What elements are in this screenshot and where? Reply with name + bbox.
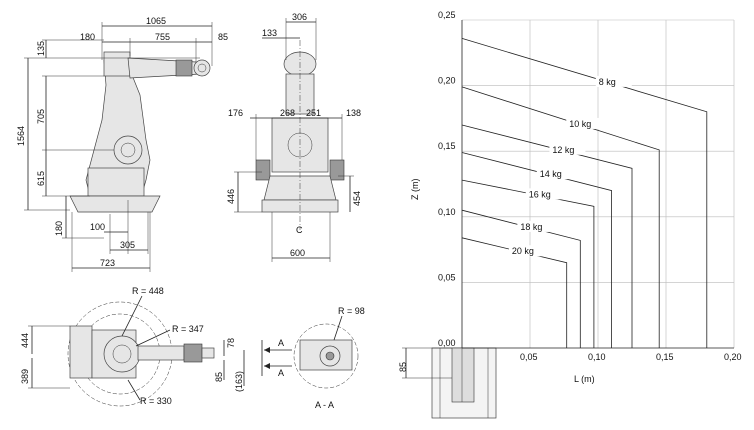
dim-100: 100 bbox=[90, 222, 105, 232]
series-label: 10 kg bbox=[569, 119, 591, 129]
dim-138: 138 bbox=[346, 108, 361, 118]
series-label: 20 kg bbox=[512, 246, 534, 256]
dim-85-top: 85 bbox=[214, 372, 224, 382]
series-label-bg bbox=[508, 245, 545, 257]
dim-615: 615 bbox=[36, 171, 46, 186]
series-label: 16 kg bbox=[529, 189, 551, 199]
series-label-bg bbox=[536, 168, 573, 180]
y-tick-label: 0,15 bbox=[438, 141, 456, 151]
x-axis-label: L (m) bbox=[574, 374, 595, 384]
load-curve bbox=[461, 237, 568, 348]
dim-268: 268 bbox=[280, 108, 295, 118]
dim-r98: R = 98 bbox=[338, 306, 365, 316]
dim-723: 723 bbox=[100, 258, 115, 268]
dim-78: 78 bbox=[226, 338, 236, 348]
dim-446: 446 bbox=[226, 189, 236, 204]
section-title: A - A bbox=[315, 400, 334, 410]
y-tick-label: 0,10 bbox=[438, 207, 456, 217]
dim-1564: 1564 bbox=[16, 126, 26, 146]
centerline-mark: C bbox=[296, 225, 303, 235]
series-label: 12 kg bbox=[552, 145, 574, 155]
dim-180-base: 180 bbox=[54, 221, 64, 236]
dim-454: 454 bbox=[352, 191, 362, 206]
x-tick-label: 0,10 bbox=[588, 352, 606, 362]
load-curve bbox=[461, 209, 581, 348]
dim-180-top: 180 bbox=[80, 32, 95, 42]
dim-135: 135 bbox=[36, 41, 46, 56]
dim-133: 133 bbox=[262, 28, 277, 38]
series-label-bg bbox=[549, 143, 586, 155]
y-tick-label: 0,05 bbox=[438, 272, 456, 282]
x-tick-label: 0,20 bbox=[724, 352, 742, 362]
y-tick-label: 0,20 bbox=[438, 76, 456, 86]
dim-r330: R = 330 bbox=[140, 396, 172, 406]
series-label: 8 kg bbox=[599, 77, 616, 87]
section-view: R = 98 A - A bbox=[293, 306, 365, 410]
series-label-bg bbox=[517, 220, 554, 232]
y-tick-label: 0,25 bbox=[438, 10, 456, 20]
dim-r448: R = 448 bbox=[132, 286, 164, 296]
dim-705: 705 bbox=[36, 109, 46, 124]
y-tick-label: 0,00 bbox=[438, 338, 456, 348]
y-axis-label: Z (m) bbox=[410, 179, 420, 201]
dim-305: 305 bbox=[120, 240, 135, 250]
load-curve bbox=[461, 152, 612, 348]
dim-85: 85 bbox=[218, 32, 228, 42]
series-label-bg bbox=[566, 117, 603, 129]
base-dim-85: 85 bbox=[398, 362, 408, 372]
series-label: 14 kg bbox=[540, 169, 562, 179]
section-arrow-label-top: A bbox=[278, 338, 284, 348]
load-diagram-chart: 85 L (m) Z (m) 0,05 0,10 0,15 0,20 0,00 0,05 0… bbox=[398, 10, 742, 419]
dim-251: 251 bbox=[306, 108, 321, 118]
x-tick-label: 0,05 bbox=[520, 352, 538, 362]
load-curve bbox=[461, 179, 595, 348]
dim-600: 600 bbox=[290, 248, 305, 258]
dim-1065: 1065 bbox=[146, 16, 166, 26]
dim-163: (163) bbox=[234, 371, 244, 392]
dim-306: 306 bbox=[292, 12, 307, 22]
load-curve bbox=[461, 86, 660, 348]
side-view: 1065 180 755 85 135 1564 705 615 180 100… bbox=[16, 16, 228, 272]
section-arrow-label-bottom: A bbox=[278, 368, 284, 378]
dim-389: 389 bbox=[20, 369, 30, 384]
load-curve bbox=[461, 124, 633, 348]
dim-176: 176 bbox=[228, 108, 243, 118]
series-label-bg bbox=[595, 75, 632, 87]
top-view: R = 448 R = 347 R = 330 444 389 78 85 (1… bbox=[20, 286, 292, 407]
x-tick-label: 0,15 bbox=[656, 352, 674, 362]
series-label-bg bbox=[525, 188, 562, 200]
dim-444: 444 bbox=[20, 333, 30, 348]
load-curve bbox=[461, 38, 708, 348]
dim-r347: R = 347 bbox=[172, 324, 204, 334]
series-label: 18 kg bbox=[520, 222, 542, 232]
dim-755: 755 bbox=[155, 32, 170, 42]
front-view: 306 133 176 268 251 138 446 454 600 C bbox=[226, 12, 362, 262]
